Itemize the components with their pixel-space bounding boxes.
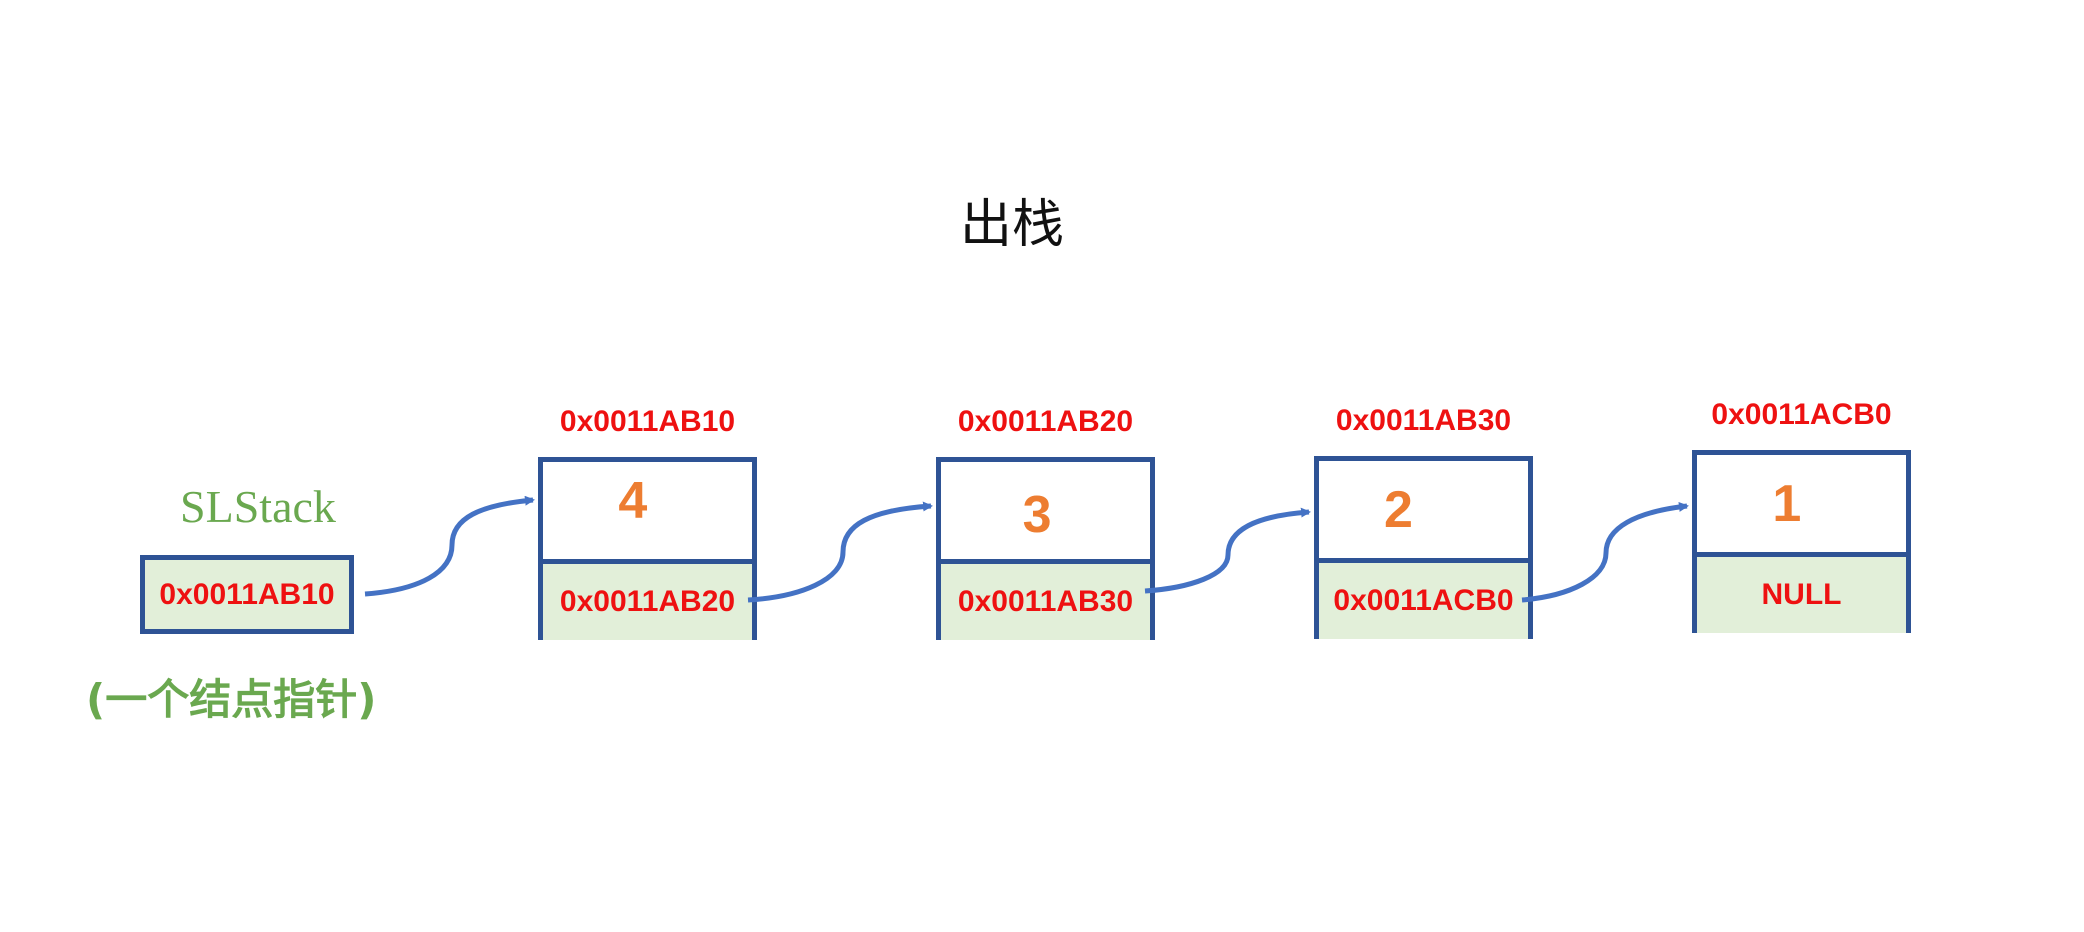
node-2-next-pointer: 0x0011AB30 [957, 585, 1134, 618]
stack-label: SLStack [180, 481, 336, 532]
node-2-address: 0x0011AB20 [957, 405, 1134, 438]
node-1-next-field: 0x0011AB20 [543, 564, 752, 640]
node-4: 1 NULL [1692, 450, 1911, 633]
node-3-to-node-4-arrow [1521, 501, 1689, 603]
node-4-data-field: 1 [1697, 455, 1906, 557]
node-3-value: 2 [1383, 480, 1413, 539]
stack-caption: (一个结点指针) [86, 675, 377, 724]
head-to-node-1-arrow [364, 495, 535, 597]
node-2-next-field: 0x0011AB30 [941, 564, 1150, 640]
node-3-next-pointer: 0x0011ACB0 [1333, 584, 1514, 617]
node-1-address: 0x0011AB10 [559, 405, 736, 438]
node-1-data-field: 4 [543, 462, 752, 564]
diagram-title: 出栈 [959, 195, 1064, 255]
node-3-next-field: 0x0011ACB0 [1319, 563, 1528, 639]
node-1-value: 4 [618, 471, 648, 530]
node-1: 4 0x0011AB20 [538, 457, 757, 640]
node-3-address: 0x0011AB30 [1335, 404, 1512, 437]
node-3: 2 0x0011ACB0 [1314, 456, 1533, 639]
node-3-data-field: 2 [1319, 461, 1528, 563]
node-2-to-node-3-arrow [1144, 507, 1311, 594]
node-2-value: 3 [1022, 486, 1052, 545]
node-2: 3 0x0011AB30 [936, 457, 1155, 640]
node-4-address: 0x0011ACB0 [1711, 398, 1892, 431]
stack-head-pointer-value: 0x0011AB10 [159, 577, 335, 611]
node-1-to-node-2-arrow [747, 501, 933, 603]
node-1-next-pointer: 0x0011AB20 [559, 585, 736, 618]
node-2-data-field: 3 [941, 462, 1150, 564]
node-4-next-pointer: NULL [1761, 578, 1842, 611]
node-4-value: 1 [1772, 474, 1802, 533]
node-4-next-field: NULL [1697, 557, 1906, 633]
stack-head-pointer: 0x0011AB10 [140, 555, 354, 634]
